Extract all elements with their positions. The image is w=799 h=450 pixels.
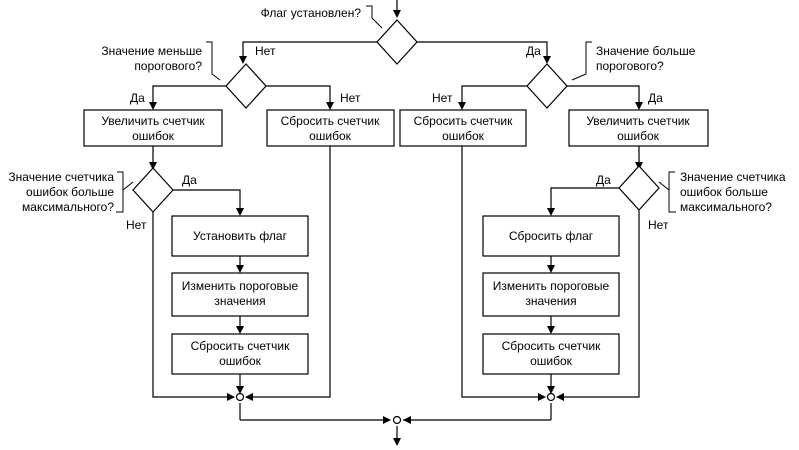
process-label: Изменить пороговые: [182, 279, 299, 293]
process-label: ошибок: [309, 129, 352, 143]
condition-counter-left-line: максимального?: [22, 200, 114, 214]
process-increment-counter-right: Увеличить счетчик ошибок: [568, 109, 709, 147]
label-no: Нет: [648, 218, 669, 232]
process-change-thresholds-left: Изменить пороговые значения: [171, 272, 309, 317]
condition-counter-right-line: Значение счетчика: [680, 170, 786, 184]
condition-greater-line: Значение больше: [596, 44, 696, 58]
process-change-thresholds-right: Изменить пороговые значения: [482, 272, 620, 317]
label-no: Нет: [126, 218, 147, 232]
process-label: Сбросить флаг: [509, 229, 594, 243]
condition-less-line: порогового?: [134, 59, 202, 73]
process-label: Сбросить счетчик: [281, 114, 381, 128]
condition-counter-right-line: максимального?: [680, 200, 772, 214]
process-label: значения: [525, 294, 576, 308]
condition-counter-left-line: ошибок больше: [26, 185, 114, 199]
process-label: Увеличить счетчик: [101, 114, 205, 128]
decision-counter-above-max-right: [618, 165, 660, 211]
decision-flag-set: [376, 19, 418, 65]
decision-greater-than-threshold: [526, 63, 568, 109]
process-label: Увеличить счетчик: [586, 114, 690, 128]
label-no: Нет: [432, 91, 453, 105]
condition-flag-set: Флаг установлен?: [261, 6, 362, 20]
process-label: ошибок: [530, 354, 573, 368]
process-reset-counter-left: Сбросить счетчик ошибок: [266, 109, 395, 147]
decision-counter-above-max-left: [132, 167, 174, 213]
label-no: Нет: [255, 44, 276, 58]
label-yes: Да: [648, 91, 663, 105]
process-increment-counter-left: Увеличить счетчик ошибок: [83, 109, 223, 147]
process-label: ошибок: [219, 354, 262, 368]
process-label: Сбросить счетчик: [502, 339, 602, 353]
process-label: Изменить пороговые: [493, 279, 610, 293]
label-yes: Да: [130, 91, 145, 105]
process-label: Сбросить счетчик: [191, 339, 291, 353]
process-label: ошибок: [132, 129, 175, 143]
process-label: ошибок: [617, 129, 660, 143]
condition-counter-right-line: ошибок больше: [680, 185, 768, 199]
junction-exit: [392, 415, 402, 425]
condition-less-line: Значение меньше: [101, 44, 202, 58]
condition-greater-line: порогового?: [596, 59, 664, 73]
junction-right: [546, 392, 556, 402]
process-label: Установить флаг: [193, 229, 288, 243]
annotation-brackets: [116, 5, 676, 213]
process-label: значения: [214, 294, 265, 308]
label-yes: Да: [182, 173, 197, 187]
process-label: ошибок: [442, 129, 485, 143]
process-label: Сбросить счетчик: [414, 114, 514, 128]
connector-lines: [152, 0, 640, 440]
label-no: Нет: [340, 91, 361, 105]
process-reset-counter-right: Сбросить счетчик ошибок: [399, 109, 527, 147]
decision-less-than-threshold: [225, 63, 267, 109]
label-yes: Да: [526, 44, 541, 58]
condition-counter-left-line: Значение счетчика: [8, 170, 114, 184]
junction-left: [235, 392, 245, 402]
process-reset-flag: Сбросить флаг: [482, 215, 620, 257]
label-yes: Да: [596, 173, 611, 187]
process-reset-counter-right-2: Сбросить счетчик ошибок: [482, 333, 620, 375]
arrowheads: [149, 10, 643, 446]
process-reset-counter-left-2: Сбросить счетчик ошибок: [171, 333, 309, 375]
process-set-flag: Установить флаг: [171, 215, 309, 257]
